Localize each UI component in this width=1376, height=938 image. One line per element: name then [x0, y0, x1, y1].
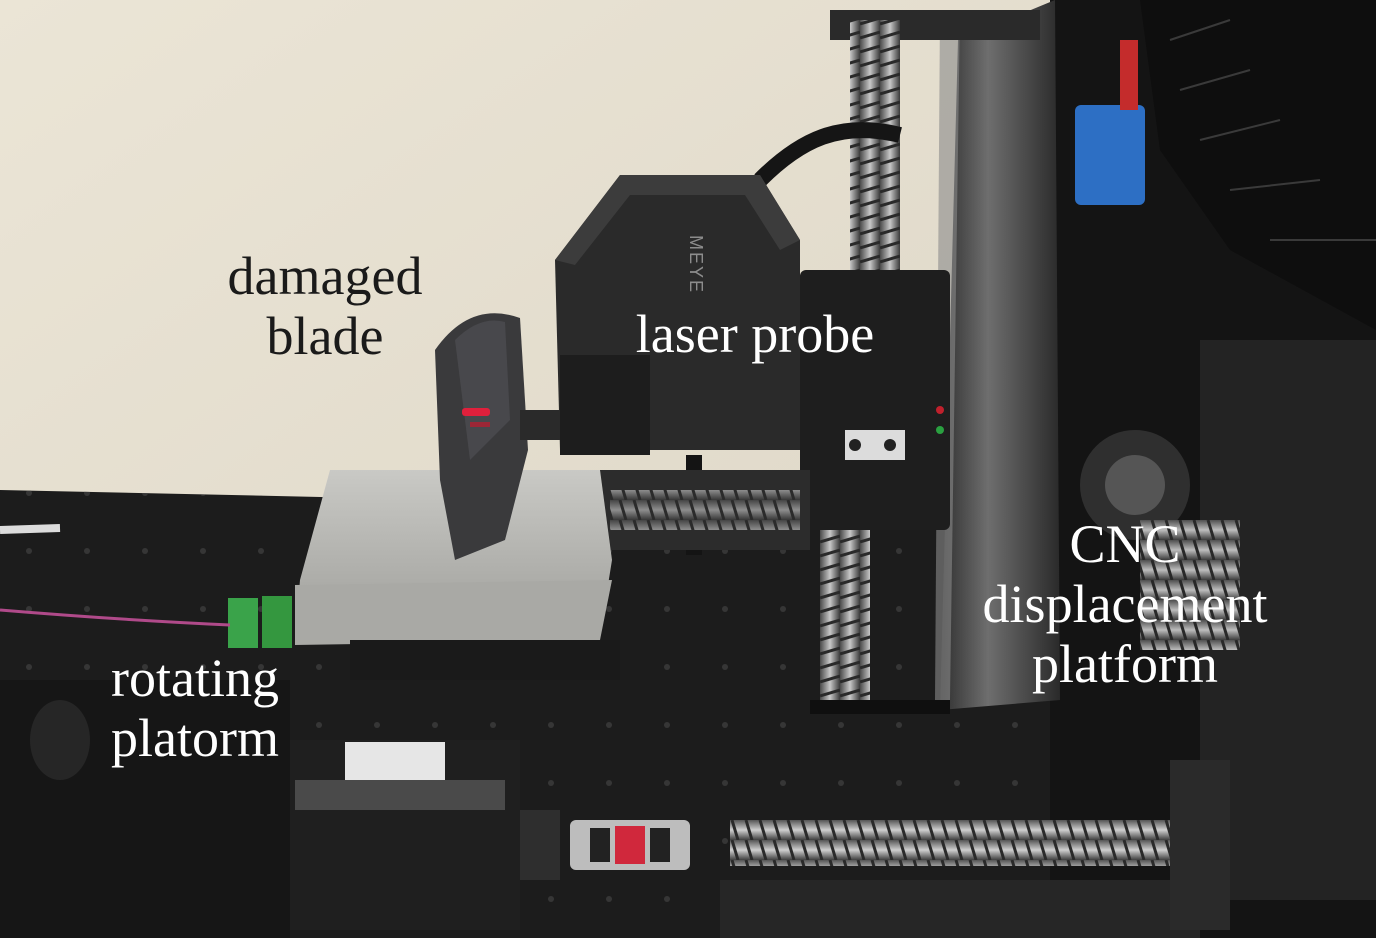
z-carriage: [800, 270, 950, 530]
blue-part: [1075, 105, 1145, 205]
laser-dot: [462, 408, 490, 416]
label-cnc-platform: CNC displacement platform: [930, 514, 1320, 694]
horizontal-ball-screw: [730, 820, 1170, 866]
label-damaged-blade-line2: blade: [266, 306, 384, 366]
label-laser-probe: laser probe: [590, 304, 920, 364]
label-damaged-blade: damaged blade: [190, 246, 460, 366]
probe-brand-text: MEYE: [686, 235, 706, 294]
label-cnc-line2: displacement: [982, 574, 1268, 634]
label-cnc-line3: platform: [1032, 634, 1218, 694]
label-rotating-line1: rotating: [111, 648, 279, 708]
label-damaged-blade-line1: damaged: [227, 246, 423, 306]
label-cnc-line1: CNC: [1069, 514, 1181, 574]
green-connector: [228, 598, 258, 648]
label-rotating-line2: platorm: [111, 708, 279, 768]
vertical-ball-screw: [850, 20, 900, 290]
label-laser-probe-line1: laser probe: [635, 304, 875, 364]
label-rotating-platform: rotating platorm: [70, 648, 320, 768]
cable-chain: [1140, 0, 1376, 330]
vertical-column: [940, 0, 1060, 710]
